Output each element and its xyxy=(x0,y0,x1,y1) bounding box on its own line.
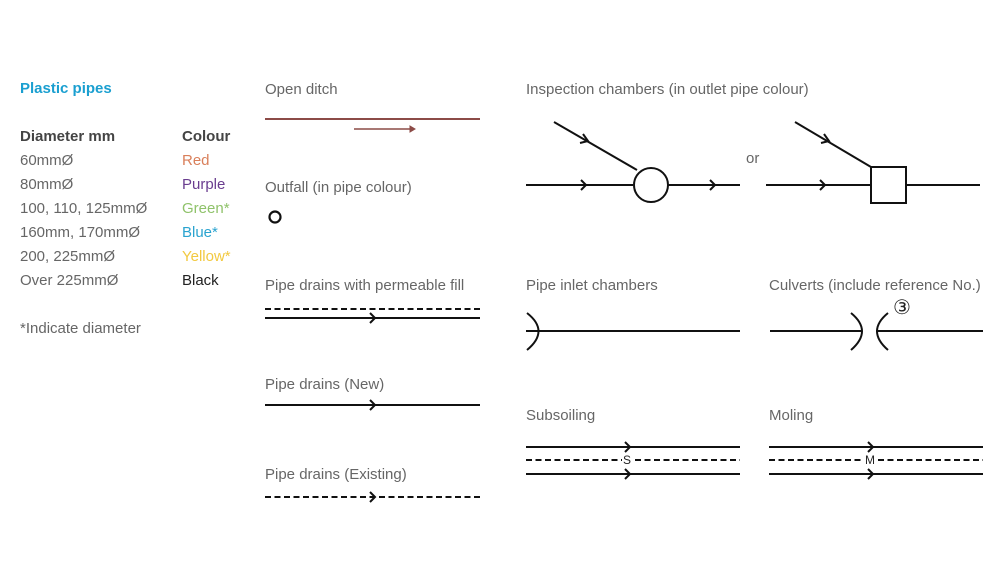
diameter-cell: 200, 225mmØ xyxy=(20,248,116,265)
permeable-fill-label: Pipe drains with permeable fill xyxy=(265,277,465,294)
moling-symbol xyxy=(769,441,983,480)
diameter-cell: 160mm, 170mmØ xyxy=(20,224,141,241)
inspection-chambers-label: Inspection chambers (in outlet pipe colo… xyxy=(526,81,809,98)
colour-cell-purple: Purple xyxy=(182,176,226,193)
pipe-new-symbol xyxy=(265,399,480,411)
pipe-existing-symbol xyxy=(265,491,480,503)
outfall-icon xyxy=(268,210,282,224)
colour-cell-blue: Blue* xyxy=(182,224,218,241)
moling-label: Moling xyxy=(769,407,814,424)
open-ditch-symbol xyxy=(265,118,480,133)
pipe-new-label: Pipe drains (New) xyxy=(265,376,385,393)
colour-cell-green: Green* xyxy=(182,200,230,217)
colour-cell-black: Black xyxy=(182,272,219,289)
inspection-chamber-circle-symbol xyxy=(526,121,740,203)
open-ditch-label: Open ditch xyxy=(265,81,338,98)
diameter-cell: 80mmØ xyxy=(20,176,74,193)
inspection-chamber-square-symbol xyxy=(766,121,980,204)
diameter-cell: 60mmØ xyxy=(20,152,74,169)
culvert-symbol xyxy=(770,312,983,351)
moling-marker: M xyxy=(865,453,875,467)
pipe-inlet-symbol xyxy=(526,312,740,351)
colour-cell-red: Red xyxy=(182,152,210,169)
outfall-label: Outfall (in pipe colour) xyxy=(265,179,412,196)
legend-title: Plastic pipes xyxy=(20,80,112,97)
colour-header: Colour xyxy=(182,128,231,145)
pipe-inlet-label: Pipe inlet chambers xyxy=(526,277,658,294)
or-text: or xyxy=(746,150,760,167)
subsoiling-label: Subsoiling xyxy=(526,407,596,424)
colour-cell-yellow: Yellow* xyxy=(182,248,231,265)
diameter-header: Diameter mm xyxy=(20,128,116,145)
diameter-cell: 100, 110, 125mmØ xyxy=(20,200,148,217)
diameter-cell: Over 225mmØ xyxy=(20,272,119,289)
subsoiling-symbol xyxy=(526,441,740,480)
footnote: *Indicate diameter xyxy=(20,320,141,337)
culvert-reference-number: ③ xyxy=(893,295,911,319)
pipe-existing-label: Pipe drains (Existing) xyxy=(265,466,407,483)
subsoiling-marker: S xyxy=(623,453,632,467)
permeable-fill-symbol xyxy=(265,308,480,324)
culverts-label: Culverts (include reference No.) xyxy=(769,277,981,294)
